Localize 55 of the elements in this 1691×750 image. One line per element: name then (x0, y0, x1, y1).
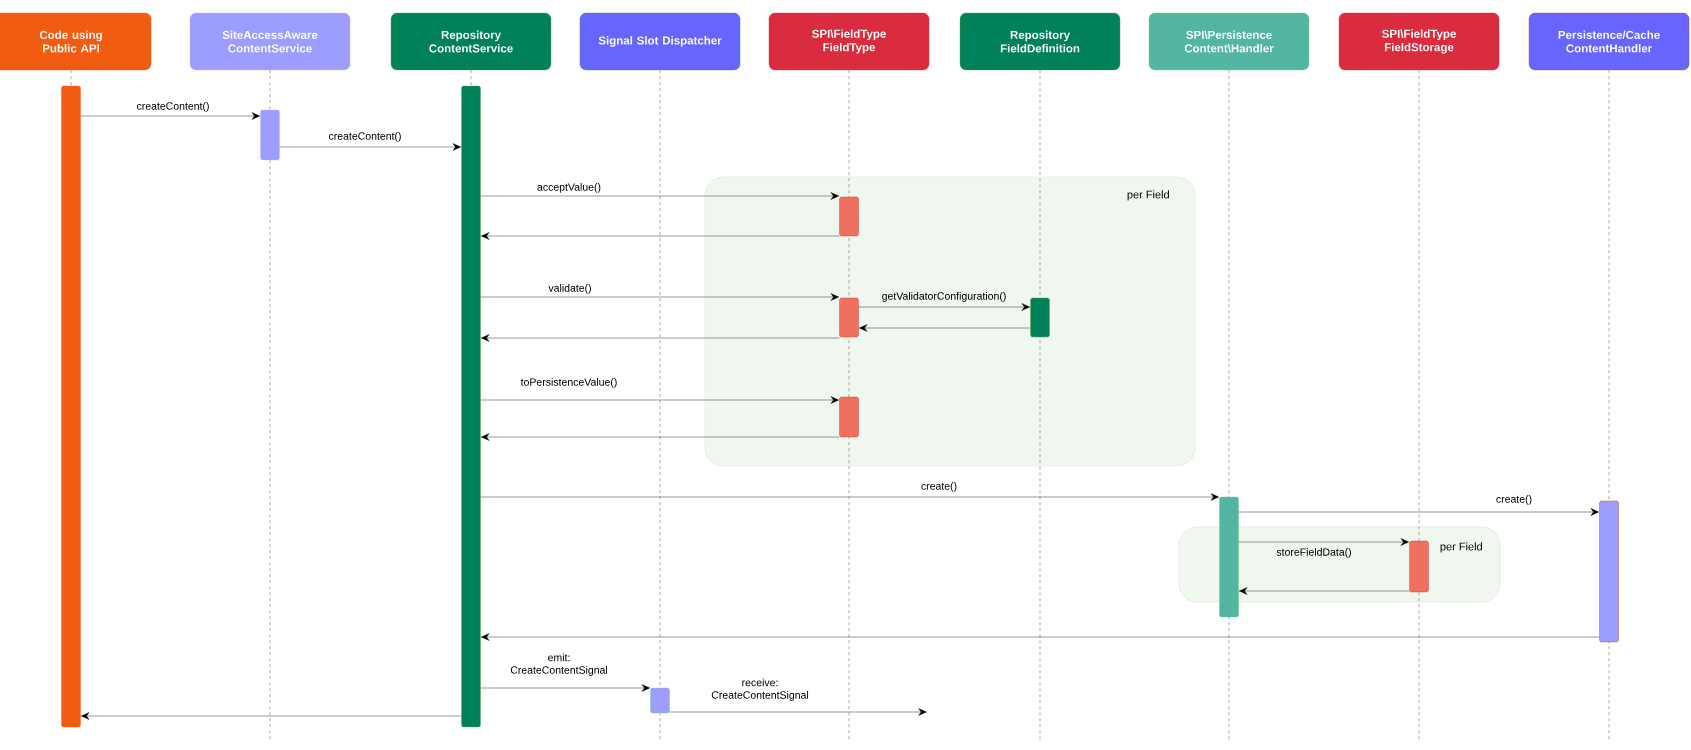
message-arrow (480, 396, 840, 404)
message-label: createContent() (328, 132, 401, 142)
activation-bar (61, 85, 81, 728)
message-arrow (1239, 587, 1410, 595)
participant-box: SPI\FieldType FieldType (768, 12, 930, 71)
activation-bar (650, 687, 670, 714)
participant-box: SPI\FieldType FieldStorage (1338, 12, 1500, 71)
message-label: acceptValue() (537, 183, 601, 193)
message-label: getValidatorConfiguration() (882, 292, 1006, 302)
activation-bar (1219, 496, 1239, 618)
message-arrow (480, 684, 651, 692)
message-arrow (80, 112, 260, 120)
participant-box: SiteAccessAware ContentService (189, 12, 351, 71)
activation-bar (1030, 297, 1050, 338)
message-arrow (279, 143, 461, 151)
participant-box: Repository FieldDefinition (959, 12, 1121, 71)
activation-bar (260, 109, 280, 161)
message-arrow (481, 232, 840, 240)
lifeline (269, 70, 271, 743)
message-arrow (81, 712, 462, 720)
message-arrow (858, 303, 1030, 311)
message-arrow (669, 708, 927, 716)
lifeline (1418, 70, 1420, 743)
message-label: create() (921, 482, 957, 492)
participant-box: Signal Slot Dispatcher (579, 12, 741, 71)
participant-box: Persistence/Cache ContentHandler (1528, 12, 1690, 71)
message-label: createContent() (136, 102, 209, 112)
lifeline (659, 70, 661, 743)
message-label: create() (1496, 495, 1532, 505)
message-label: toPersistenceValue() (520, 378, 617, 388)
activation-bar (839, 196, 859, 237)
message-label: receive: CreateContentSignal (711, 678, 809, 701)
activation-bar (839, 297, 859, 338)
message-arrow (481, 334, 840, 342)
message-arrow (859, 324, 1031, 332)
message-arrow (1238, 508, 1600, 516)
message-label: validate() (548, 284, 591, 294)
activation-bar (461, 85, 481, 728)
message-arrow (1238, 538, 1410, 546)
message-arrow (480, 192, 840, 200)
activation-bar (839, 396, 859, 438)
lifeline (1039, 70, 1041, 743)
message-arrow (481, 633, 1600, 641)
message-arrow (480, 493, 1219, 501)
lifeline (470, 70, 472, 86)
message-label: emit: CreateContentSignal (510, 653, 608, 676)
activation-bar (1599, 500, 1619, 643)
message-arrow (481, 433, 840, 441)
participant-box: Repository ContentService (390, 12, 552, 71)
activation-bar (1409, 540, 1429, 593)
participant-box: Code using Public API (0, 12, 152, 71)
lifeline (70, 70, 72, 86)
message-label: storeFieldData() (1276, 548, 1351, 558)
participant-box: SPI\Persistence Content\Handler (1148, 12, 1310, 71)
message-arrow (480, 293, 840, 301)
